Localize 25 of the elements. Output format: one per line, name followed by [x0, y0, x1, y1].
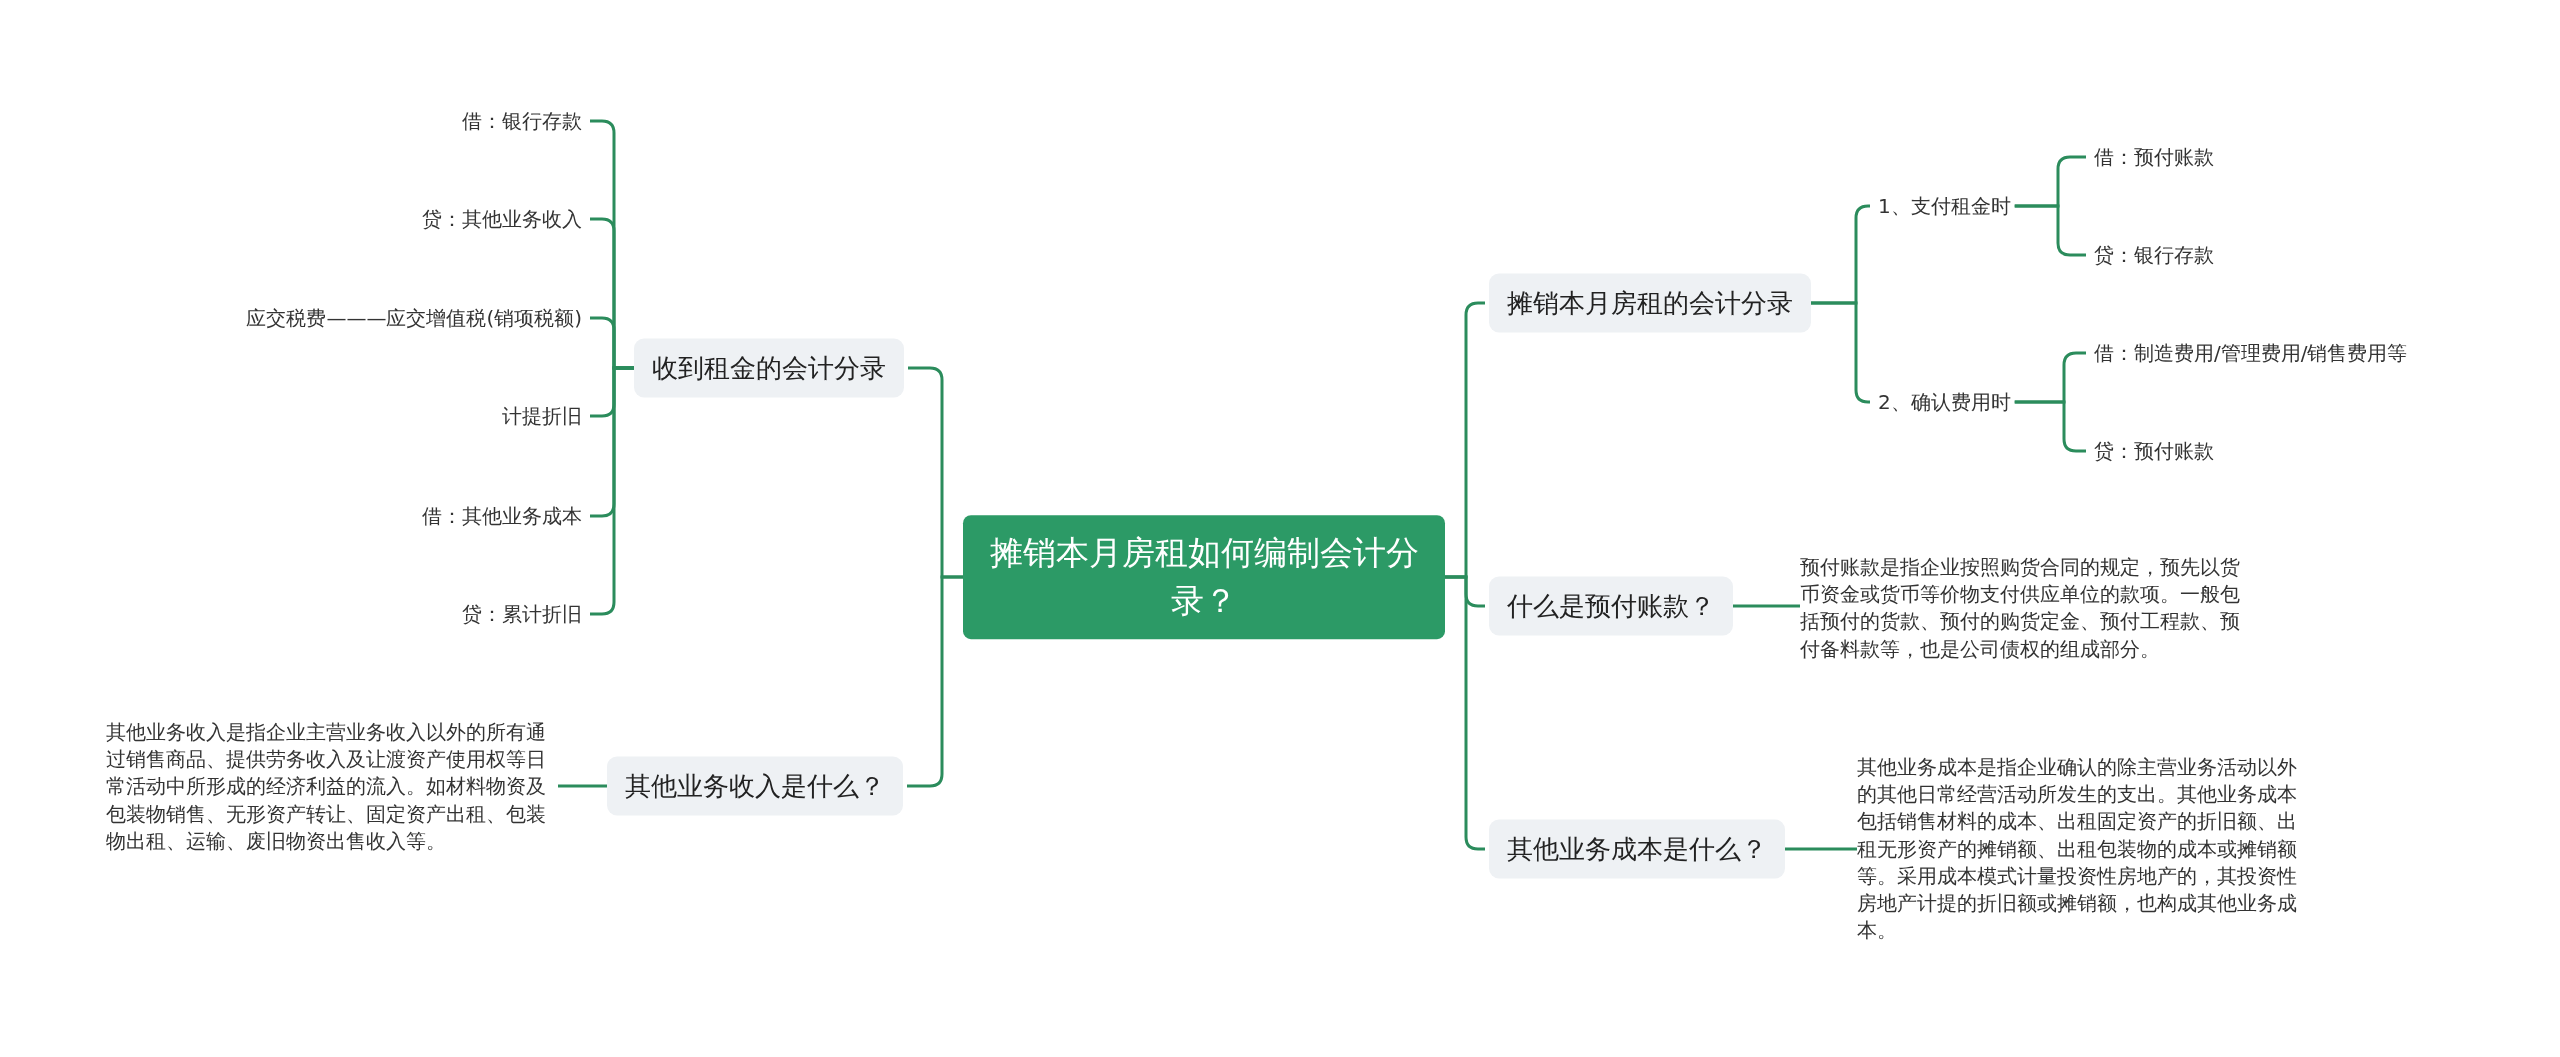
- entry-text: 贷：累计折旧: [458, 598, 586, 630]
- topic-box: 摊销本月房租的会计分录: [1489, 273, 1811, 333]
- topic-box: 其他业务收入是什么？: [607, 756, 903, 816]
- entry-text: 贷：银行存款: [2090, 239, 2218, 271]
- entry-text: 借：其他业务成本: [418, 500, 586, 532]
- description-text: 其他业务成本是指企业确认的除主营业务活动以外的其他日常经营活动所发生的支出。其他业务成本包括销售材料的成本、出租固定资产的折旧额、出租无形资产的摊销额、出租包装物的成本或摊销额等。采用成本模式计量投资性房地产的，其投资性房地产计提的折旧额或摊销额，也构成其他业务成本。: [1857, 753, 2309, 945]
- entry-text: 借：预付账款: [2090, 141, 2218, 173]
- connector-line: [1785, 847, 1857, 851]
- entry-text: 2、确认费用时: [1874, 386, 2015, 418]
- topic-box: 其他业务成本是什么？: [1489, 819, 1785, 879]
- topic-box: 收到租金的会计分录: [634, 338, 904, 398]
- connector-line: [2014, 400, 2086, 453]
- entry-text: 借：制造费用/管理费用/销售费用等: [2090, 337, 2412, 369]
- entry-text: 1、支付租金时: [1874, 190, 2015, 222]
- description-text: 其他业务收入是指企业主营业务收入以外的所有通过销售商品、提供劳务收入及让渡资产使用权等日常活动中所形成的经济利益的流入。如材料物资及包装物销售、无形资产转让、固定资产出租、包装物出租、运输、废旧物资出售收入等。: [106, 719, 558, 855]
- connector-line: [1733, 604, 1800, 608]
- central-topic: 摊销本月房租如何编制会计分录？: [963, 515, 1445, 639]
- entry-text: 借：银行存款: [458, 105, 586, 137]
- entry-text: 贷：预付账款: [2090, 435, 2218, 467]
- entry-text: 计提折旧: [498, 400, 586, 432]
- description-text: 预付账款是指企业按照购货合同的规定，预先以货币资金或货币等价物支付供应单位的款项。一般包括预付的货款、预付的购货定金、预付工程款、预付备料款等，也是公司债权的组成部分。: [1800, 553, 2252, 663]
- entry-text: 应交税费———应交增值税(销项税额): [242, 302, 586, 334]
- topic-box: 什么是预付账款？: [1489, 576, 1733, 636]
- entry-text: 贷：其他业务收入: [418, 203, 586, 235]
- connector-line: [558, 784, 607, 788]
